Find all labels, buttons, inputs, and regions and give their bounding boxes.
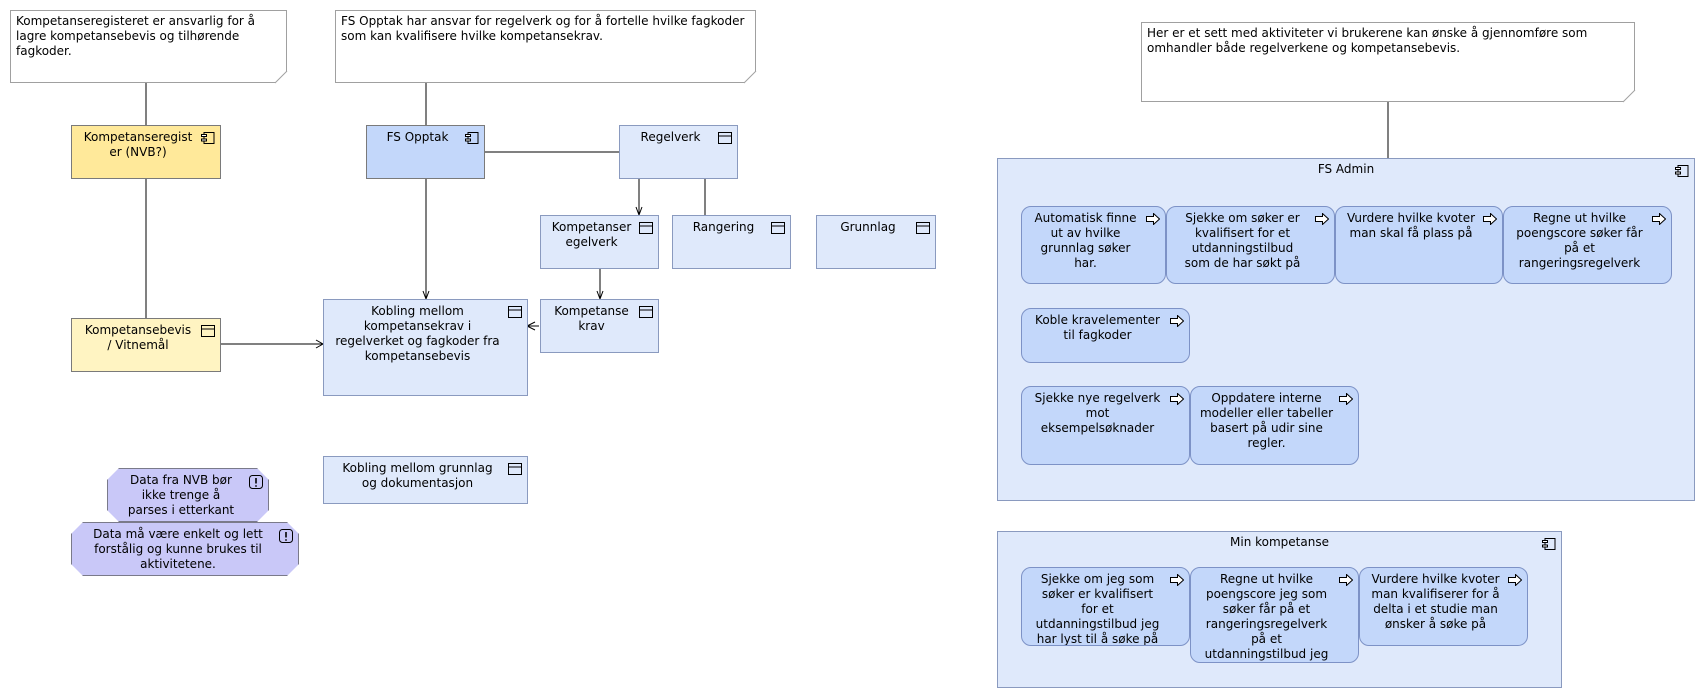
component-kompetanseregister-label: Kompetanseregist er (NVB?) — [83, 130, 193, 159]
constraint-enkelt[interactable]: Data må være enkelt og lett forstålig og… — [71, 522, 299, 576]
service-regne-poeng-label: Regne ut hvilke poengscore søker får på … — [1516, 211, 1643, 270]
service-regne-jeg[interactable]: Regne ut hvilke poengscore jeg som søker… — [1190, 567, 1359, 663]
service-regne-jeg-label: Regne ut hvilke poengscore jeg som søker… — [1204, 572, 1329, 661]
business-object-icon — [916, 222, 930, 234]
service-arrow-icon — [1146, 213, 1160, 225]
service-regne-poeng[interactable]: Regne ut hvilke poengscore søker får på … — [1503, 206, 1672, 284]
object-grunnlag-label: Grunnlag — [840, 220, 896, 234]
group-fs-admin-title: FS Admin — [1317, 162, 1375, 176]
service-koble-krav-label: Koble kravelementer til fagkoder — [1035, 313, 1160, 342]
service-arrow-icon — [1339, 393, 1353, 405]
service-arrow-icon — [1170, 315, 1184, 327]
service-arrow-icon — [1170, 574, 1184, 586]
constraint-nvb-parse[interactable]: Data fra NVB bør ikke trenge å parses i … — [107, 468, 269, 522]
component-icon — [465, 132, 479, 144]
business-object-icon — [771, 222, 785, 234]
service-vurdere-jeg-label: Vurdere hvilke kvoter man kvalifiserer f… — [1371, 572, 1500, 631]
service-sjekke-regelverk[interactable]: Sjekke nye regelverk mot eksempelsøknade… — [1021, 386, 1190, 465]
service-arrow-icon — [1483, 213, 1497, 225]
service-arrow-icon — [1652, 213, 1666, 225]
service-arrow-icon — [1508, 574, 1522, 586]
component-icon — [201, 132, 215, 144]
service-finne-grunnlag-label: Automatisk finne ut av hvilke grunnlag s… — [1034, 211, 1137, 270]
object-regelverk[interactable]: Regelverk — [619, 125, 738, 179]
object-kompetanseregelverk[interactable]: Kompetanser egelverk — [540, 215, 659, 269]
note-kompetanseregister: Kompetanseregisteret er ansvarlig for å … — [10, 10, 287, 83]
business-object-icon — [201, 325, 215, 337]
object-kompetansebevis[interactable]: Kompetansebevis / Vitnemål — [71, 318, 221, 372]
service-sjekke-regelverk-label: Sjekke nye regelverk mot eksempelsøknade… — [1034, 391, 1161, 435]
group-min-kompetanse-title: Min kompetanse — [1230, 535, 1329, 549]
note-fs-opptak-text: FS Opptak har ansvar for regelverk og fo… — [341, 14, 745, 43]
service-oppdatere[interactable]: Oppdatere interne modeller eller tabelle… — [1190, 386, 1359, 465]
object-rangering[interactable]: Rangering — [672, 215, 791, 269]
constraint-enkelt-text: Data må være enkelt og lett forstålig og… — [93, 527, 263, 571]
service-sjekke-kvalifisert-label: Sjekke om søker er kvalifisert for et ut… — [1184, 211, 1301, 270]
service-arrow-icon — [1315, 213, 1329, 225]
constraint-icon — [279, 529, 293, 543]
constraint-icon — [249, 475, 263, 489]
object-kompetansekrav-label: Kompetanse krav — [554, 304, 629, 333]
service-arrow-icon — [1339, 574, 1353, 586]
object-rangering-label: Rangering — [692, 220, 755, 234]
component-icon — [1542, 538, 1556, 550]
constraint-nvb-parse-text: Data fra NVB bør ikke trenge å parses i … — [127, 473, 235, 517]
service-koble-krav[interactable]: Koble kravelementer til fagkoder — [1021, 308, 1190, 363]
component-fs-opptak-label: FS Opptak — [386, 130, 449, 144]
object-kobling-krav-label: Kobling mellom kompetansekrav i regelver… — [335, 304, 500, 363]
component-icon — [1675, 165, 1689, 177]
service-vurdere-jeg[interactable]: Vurdere hvilke kvoter man kvalifiserer f… — [1359, 567, 1528, 646]
service-vurdere-kvoter-label: Vurdere hvilke kvoter man skal få plass … — [1346, 211, 1476, 240]
component-kompetanseregister[interactable]: Kompetanseregist er (NVB?) — [71, 125, 221, 179]
object-kompetansebevis-label: Kompetansebevis / Vitnemål — [84, 323, 192, 352]
business-object-icon — [508, 306, 522, 318]
note-kompetanseregister-text: Kompetanseregisteret er ansvarlig for å … — [16, 14, 256, 58]
service-sjekke-jeg[interactable]: Sjekke om jeg som søker er kvalifisert f… — [1021, 567, 1190, 646]
object-kompetansekrav[interactable]: Kompetanse krav — [540, 299, 659, 353]
object-regelverk-label: Regelverk — [640, 130, 701, 144]
service-finne-grunnlag[interactable]: Automatisk finne ut av hvilke grunnlag s… — [1021, 206, 1166, 284]
business-object-icon — [718, 132, 732, 144]
service-vurdere-kvoter[interactable]: Vurdere hvilke kvoter man skal få plass … — [1335, 206, 1503, 284]
object-grunnlag[interactable]: Grunnlag — [816, 215, 936, 269]
service-sjekke-jeg-label: Sjekke om jeg som søker er kvalifisert f… — [1035, 572, 1160, 646]
business-object-icon — [639, 306, 653, 318]
object-kobling-grunnlag-label: Kobling mellom grunnlag og dokumentasjon — [342, 461, 493, 490]
note-aktiviteter: Her er et sett med aktiviteter vi bruker… — [1141, 22, 1635, 102]
component-fs-opptak[interactable]: FS Opptak — [366, 125, 485, 179]
business-object-icon — [639, 222, 653, 234]
service-sjekke-kvalifisert[interactable]: Sjekke om søker er kvalifisert for et ut… — [1166, 206, 1335, 284]
note-fs-opptak: FS Opptak har ansvar for regelverk og fo… — [335, 10, 756, 83]
service-arrow-icon — [1170, 393, 1184, 405]
service-oppdatere-label: Oppdatere interne modeller eller tabelle… — [1199, 391, 1334, 450]
business-object-icon — [508, 463, 522, 475]
note-aktiviteter-text: Her er et sett med aktiviteter vi bruker… — [1147, 26, 1588, 55]
object-kobling-krav[interactable]: Kobling mellom kompetansekrav i regelver… — [323, 299, 528, 396]
object-kompetanseregelverk-label: Kompetanser egelverk — [551, 220, 632, 249]
object-kobling-grunnlag[interactable]: Kobling mellom grunnlag og dokumentasjon — [323, 456, 528, 504]
